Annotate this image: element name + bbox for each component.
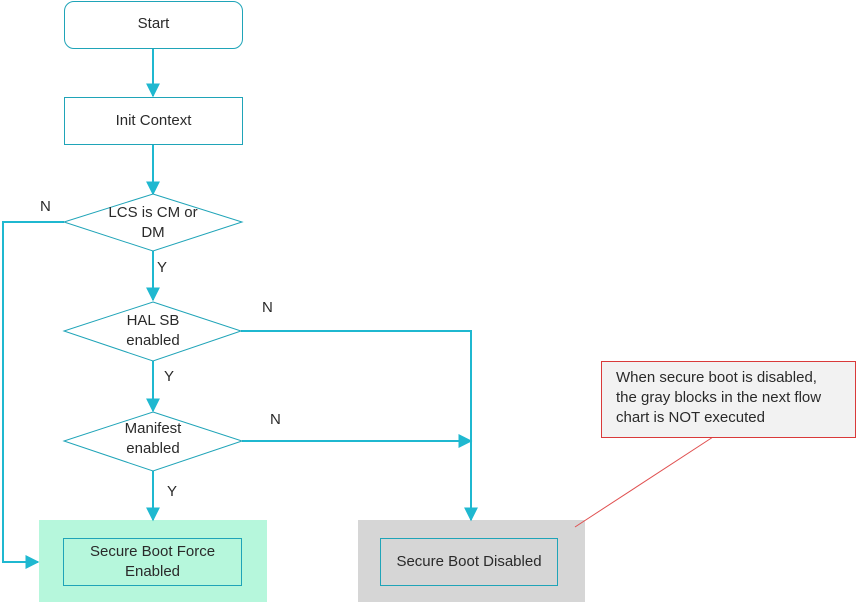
decision-lcs-line2: DM bbox=[141, 224, 165, 241]
decision-lcs-line1: LCS is CM or bbox=[108, 204, 198, 221]
decision-hal-shape bbox=[62, 301, 243, 362]
hal-no-label: N bbox=[262, 299, 273, 316]
decision-lcs-label: LCS is CM or DM bbox=[80, 202, 226, 244]
decision-hal-label: HAL SB enabled bbox=[80, 310, 226, 352]
init-context-node bbox=[64, 97, 243, 145]
manifest-yes-label: Y bbox=[167, 483, 178, 500]
decision-manifest-label: Manifest enabled bbox=[80, 418, 226, 460]
note-line3: chart is NOT executed bbox=[616, 409, 765, 426]
secure-boot-disabled-area bbox=[358, 520, 585, 602]
connector-lcs-no bbox=[2, 221, 64, 569]
note-line1: When secure boot is disabled, bbox=[616, 369, 817, 386]
connector-hal-no bbox=[241, 330, 478, 522]
init-context-label: Init Context bbox=[115, 112, 192, 129]
decision-hal-line2: enabled bbox=[126, 332, 180, 349]
start-label: Start bbox=[137, 15, 170, 32]
force-line1: Secure Boot Force bbox=[89, 543, 216, 560]
lcs-yes-label: Y bbox=[157, 259, 168, 276]
hal-yes-label: Y bbox=[164, 368, 175, 385]
secure-boot-disabled-node bbox=[380, 538, 558, 586]
lcs-no-label: N bbox=[40, 198, 51, 215]
note-pointer-line bbox=[574, 436, 714, 528]
secure-boot-note: When secure boot is disabled, the gray b… bbox=[601, 361, 856, 438]
secure-boot-force-enabled-node bbox=[63, 538, 242, 586]
decision-manifest-line1: Manifest bbox=[124, 420, 182, 437]
force-line2: Enabled bbox=[124, 563, 181, 580]
secure-boot-enabled-area bbox=[39, 520, 267, 602]
secure-boot-force-enabled-label: Secure Boot Force Enabled bbox=[63, 539, 242, 585]
decision-lcs-shape bbox=[62, 193, 244, 252]
decision-manifest-shape bbox=[62, 411, 244, 472]
start-node bbox=[64, 1, 243, 49]
manifest-no-label: N bbox=[270, 411, 281, 428]
decision-manifest-line2: enabled bbox=[126, 440, 180, 457]
note-line2: the gray blocks in the next flow bbox=[616, 389, 822, 406]
decision-hal-line1: HAL SB bbox=[126, 312, 180, 329]
secure-boot-disabled-label: Secure Boot Disabled bbox=[396, 553, 542, 570]
